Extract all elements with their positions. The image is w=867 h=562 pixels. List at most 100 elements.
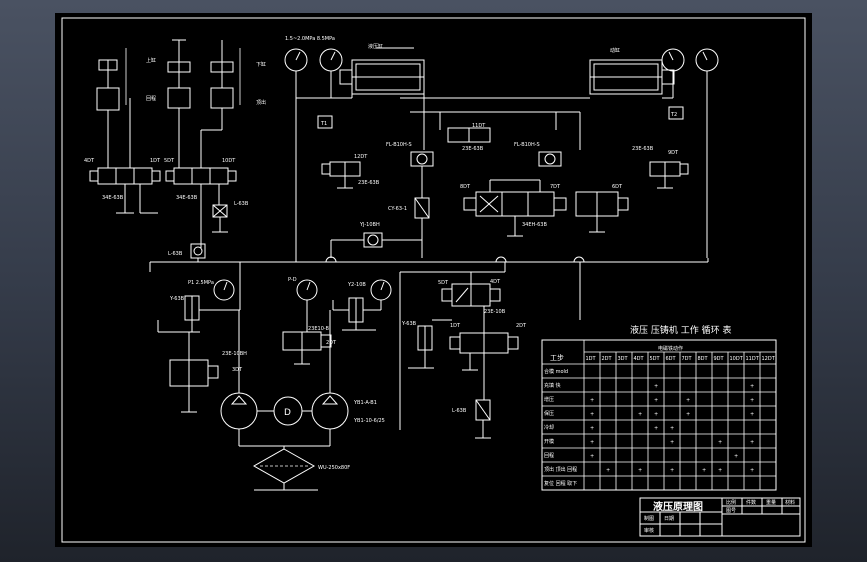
title-block-title: 液压原理图 <box>653 500 703 513</box>
cycle-table-solenoid-header: 电磁铁动作 <box>658 345 683 352</box>
top-center-valve-label: 23E-63B <box>462 146 484 152</box>
svg-text:D: D <box>284 408 291 418</box>
cycle-col-header: 5DT <box>650 356 661 362</box>
left-cylinder-group: 上缸 回程 下缸 顶出 <box>96 39 266 168</box>
cycle-mark: + <box>638 412 642 418</box>
gauge-p1 <box>213 279 235 301</box>
mid-throttle-group: CY-63-1 YJ-10BH <box>330 166 430 258</box>
lower-right-throttle: L-63B <box>452 408 467 414</box>
valve-label-5dt: 5DT <box>164 158 175 164</box>
cycle-mark: + <box>750 412 754 418</box>
cycle-mark: + <box>718 440 722 446</box>
sheet-background <box>55 13 812 547</box>
valve-label-8dt: 8DT <box>460 184 471 190</box>
cyl-label-3: 下缸 <box>256 61 266 68</box>
cycle-mark: + <box>654 412 658 418</box>
lower-right-relief: Y-63B <box>401 321 417 327</box>
cycle-mark: + <box>654 426 658 432</box>
cycle-row-label: 顶出 顶出 回程 <box>544 466 577 473</box>
cycle-row-label: 增压 <box>544 396 554 403</box>
top-right-cyl-label: 动缸 <box>610 47 620 54</box>
cycle-col-header: 11DT <box>746 356 760 362</box>
lower-left-relief: P1 2.5MPa Y-63B <box>157 279 240 333</box>
valve-label-2dt: 2DT <box>326 340 337 346</box>
tb-cell-3: 重量 <box>766 499 776 506</box>
cycle-row-label: 保压 <box>544 410 554 417</box>
left-dir-valve-label: 23E-10BH <box>222 351 247 357</box>
valve-label-4dt-low: 4DT <box>490 279 501 285</box>
cycle-col-header: 6DT <box>666 356 677 362</box>
cyl-label-2: 回程 <box>146 95 156 102</box>
valve-label-6dt: 6DT <box>612 184 623 190</box>
valve-label-2dt-low: 2DT <box>516 323 527 329</box>
side-t2: T2 <box>670 112 677 118</box>
cycle-mark: + <box>670 426 674 432</box>
valve-label-11dt: 11DT <box>472 123 486 129</box>
tb-cell-8: 日期 <box>664 516 674 522</box>
cycle-mark: + <box>670 468 674 474</box>
valve-label-4dt: 4DT <box>84 158 95 164</box>
cycle-table-step-header: 工步 <box>550 354 564 362</box>
cycle-col-header: 3DT <box>618 356 629 362</box>
main-cylinder-left: 液压缸 <box>339 43 425 95</box>
top-pipework: T1 T2 <box>295 71 708 258</box>
tb-cell-2: 件数 <box>746 499 756 506</box>
cycle-mark: + <box>638 468 642 474</box>
tb-cell-1: 比例 <box>726 499 736 506</box>
cycle-mark: + <box>590 426 594 432</box>
top-left-cyl-label: 液压缸 <box>368 43 383 50</box>
tb-cell-6: 制图 <box>644 515 654 522</box>
drawing-frame <box>61 17 806 543</box>
cyl-label-1: 上缸 <box>146 57 156 64</box>
throttle-mid-label: CY-63-1 <box>388 206 407 212</box>
top-gauge-label: 1.5~2.0MPa 8.5MPa <box>285 36 335 42</box>
cycle-mark: + <box>654 398 658 404</box>
cycle-mark: + <box>750 468 754 474</box>
top-left-valve-model: 23E-63B <box>358 180 380 186</box>
cycle-col-header: 4DT <box>634 356 645 362</box>
cycle-row-label: 充填 快 <box>544 382 561 389</box>
tb-cell-7: 审核 <box>644 527 654 534</box>
gauge-y2-label: Y2-10B <box>347 282 366 288</box>
pump-motor-group: D YB1-A-B1 YB1-10-6/25 WU-250x80F <box>220 310 385 491</box>
left-dir-valve: 23E-10BH 3DT <box>169 332 247 413</box>
cycle-row-label: 合模 mold <box>544 368 568 375</box>
cycle-col-header: 10DT <box>730 356 744 362</box>
top-check-2: FL-B10H-S <box>514 142 540 148</box>
tb-cell-5: 图号 <box>726 508 736 514</box>
center-gauge-group: P-D 23E10-B 2DT <box>282 277 337 365</box>
valve-label-3dt: 3DT <box>232 367 243 373</box>
valve-label-12dt: 12DT <box>354 154 368 160</box>
cycle-table-title: 液压 压铸机 工作 循环 表 <box>630 324 731 336</box>
cycle-row-label: 复位 回程 取下 <box>544 480 577 487</box>
left-valve-1-model: 34E-63B <box>102 195 124 201</box>
filter-label: WU-250x80F <box>318 465 350 471</box>
cycle-col-header: 2DT <box>602 356 613 362</box>
cycle-mark: + <box>590 440 594 446</box>
cycle-row-label: 冷却 <box>544 424 554 431</box>
pump-label-2: YB1-10-6/25 <box>353 418 385 424</box>
left-valve-2-model: 34E-63B <box>176 195 198 201</box>
main-pressure-line <box>149 256 709 430</box>
lower-right-valves: 5DT 4DT 23E-10B Y-63B 1DT 2DT L-63B <box>401 272 527 439</box>
left-check-label: L-63B <box>234 201 249 207</box>
big-mid-valve: 8DT 7DT 34EH-63B 6DT <box>460 179 629 237</box>
cycle-col-header: 1DT <box>586 356 597 362</box>
title-block: 液压原理图 比例 件数 重量 材料 图号 制图 审核 日期 <box>639 497 801 537</box>
cycle-mark: + <box>590 454 594 460</box>
cycle-mark: + <box>686 412 690 418</box>
top-check-1: FL-B10H-S <box>386 142 412 148</box>
right-relief-group: Y2-10B <box>332 279 392 331</box>
left-lower-check: L-63B <box>168 251 183 257</box>
cycle-mark: + <box>750 440 754 446</box>
cycle-mark: + <box>702 468 706 474</box>
cycle-mark: + <box>670 440 674 446</box>
cycle-mark: + <box>590 412 594 418</box>
gauge-p1-label: P1 2.5MPa <box>188 280 214 286</box>
tb-cell-4: 材料 <box>785 499 795 506</box>
gauge-pd-label: P-D <box>288 277 297 283</box>
